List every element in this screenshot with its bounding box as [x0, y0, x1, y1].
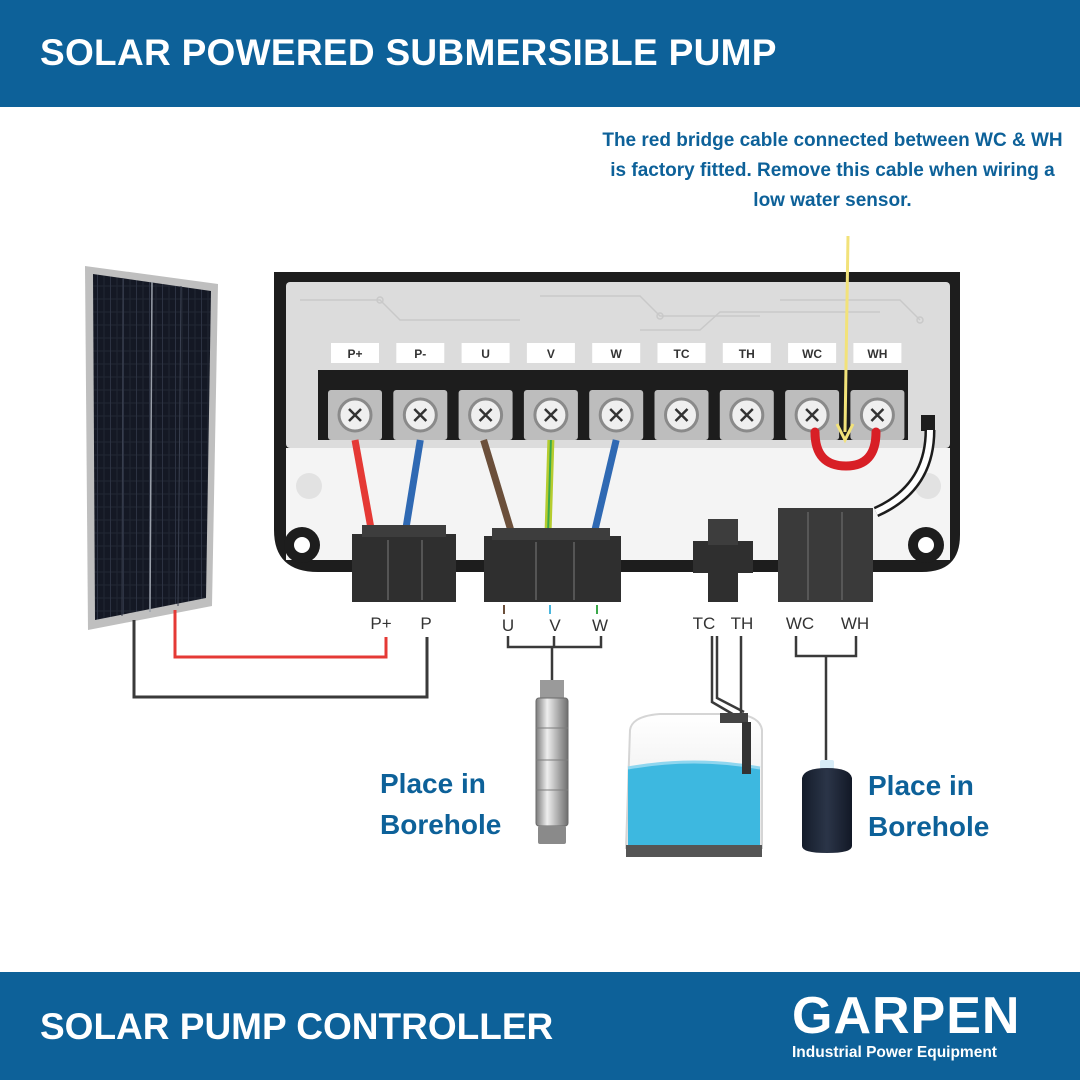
wire-pplus — [351, 439, 376, 535]
header-bar: SOLAR POWERED SUBMERSIBLE PUMP — [0, 0, 1080, 107]
sensor-placement-label: Place in Borehole — [868, 765, 989, 847]
pump-placement-line2: Borehole — [380, 809, 502, 840]
wire-w — [590, 439, 620, 535]
pump-placement-line1: Place in — [380, 768, 486, 799]
brand-tagline: Industrial Power Equipment — [792, 1044, 997, 1061]
tank-wires — [710, 636, 745, 718]
terminal-pplus: P+ — [328, 343, 382, 440]
screw-cross-icon — [478, 408, 493, 422]
screw-cross-icon — [870, 408, 885, 422]
terminal-label: WC — [802, 347, 822, 361]
water-sensor-wires — [794, 636, 858, 762]
screw-cross-icon — [544, 408, 558, 422]
note-pointer-arrow — [835, 235, 855, 444]
terminal-label-plate — [331, 343, 379, 363]
terminal-wires — [351, 438, 620, 536]
terminal-pminus: P- — [393, 343, 448, 440]
label-th: TH — [731, 614, 754, 633]
terminal-label: P+ — [347, 347, 362, 361]
terminal-label: V — [547, 347, 555, 361]
connector-labels: P+ P U V W TC TH WC WH — [370, 605, 869, 635]
page-title: SOLAR POWERED SUBMERSIBLE PUMP — [40, 32, 777, 73]
terminal-u: U — [458, 343, 513, 440]
brand-name: GARPEN — [792, 987, 1021, 1045]
connector-motor — [484, 528, 621, 602]
terminal-label: P- — [414, 347, 426, 361]
label-wh: WH — [841, 614, 869, 633]
water-tank — [624, 713, 763, 857]
terminal-label: U — [481, 347, 490, 361]
terminal-label: WH — [867, 347, 887, 361]
wire-pminus — [401, 439, 424, 535]
brand-logo: GARPEN Industrial Power Equipment — [792, 990, 1042, 1062]
terminal-v: V — [523, 343, 578, 440]
label-wc: WC — [786, 614, 814, 633]
terminal-label: TC — [674, 347, 690, 361]
label-p-minus: P — [420, 614, 431, 633]
bridge-cable-note: The red bridge cable connected between W… — [602, 130, 1063, 211]
footer-bar: SOLAR PUMP CONTROLLER GARPEN Industrial … — [0, 972, 1080, 1080]
label-tc: TC — [693, 614, 716, 633]
terminal-label-plate — [788, 343, 837, 363]
terminal-label-plate — [461, 343, 510, 363]
screw-cross-icon — [348, 408, 362, 422]
terminal-w: W — [589, 343, 644, 440]
label-p-plus: P+ — [370, 614, 391, 633]
terminal-label-plate — [526, 343, 575, 363]
wire-v-stripe — [547, 439, 552, 535]
screw-cross-icon — [805, 408, 819, 422]
water-level-sensor — [802, 760, 852, 853]
screw-cross-icon — [674, 408, 689, 422]
solar-panel — [85, 266, 218, 630]
label-w: W — [592, 616, 608, 635]
terminal-label: TH — [739, 347, 755, 361]
footer-title: SOLAR PUMP CONTROLLER — [40, 1006, 554, 1047]
sensor-placement-line2: Borehole — [868, 811, 990, 842]
terminal-block: P+ P- U V W TC TH WC WH — [328, 343, 905, 440]
terminal-label-plate — [396, 343, 445, 363]
terminal-label-plate — [722, 343, 771, 363]
bridge-cable — [810, 427, 881, 471]
sensor-placement-line1: Place in — [868, 770, 974, 801]
screw-cross-icon — [609, 408, 624, 422]
terminal-label-plate — [592, 343, 641, 363]
connector-tank-sensor — [693, 519, 753, 602]
pump-wires — [506, 636, 603, 682]
wire-u — [480, 438, 516, 536]
panel-power-wires — [132, 610, 429, 699]
screw-cross-icon — [739, 408, 754, 422]
terminal-wh: WH — [850, 343, 905, 440]
submersible-pump — [535, 680, 569, 844]
terminal-label-plate — [657, 343, 706, 363]
terminal-label: W — [611, 347, 623, 361]
terminal-label-plate — [853, 343, 902, 363]
label-v: V — [549, 616, 561, 635]
connector-power — [352, 525, 456, 602]
pump-placement-label: Place in Borehole — [380, 763, 501, 845]
terminal-tc: TC — [654, 343, 709, 440]
screw-cross-icon — [413, 408, 428, 422]
terminal-wc: WC — [785, 343, 840, 440]
terminal-th: TH — [719, 343, 774, 440]
connector-water-sensor — [778, 508, 873, 602]
label-u: U — [502, 616, 514, 635]
